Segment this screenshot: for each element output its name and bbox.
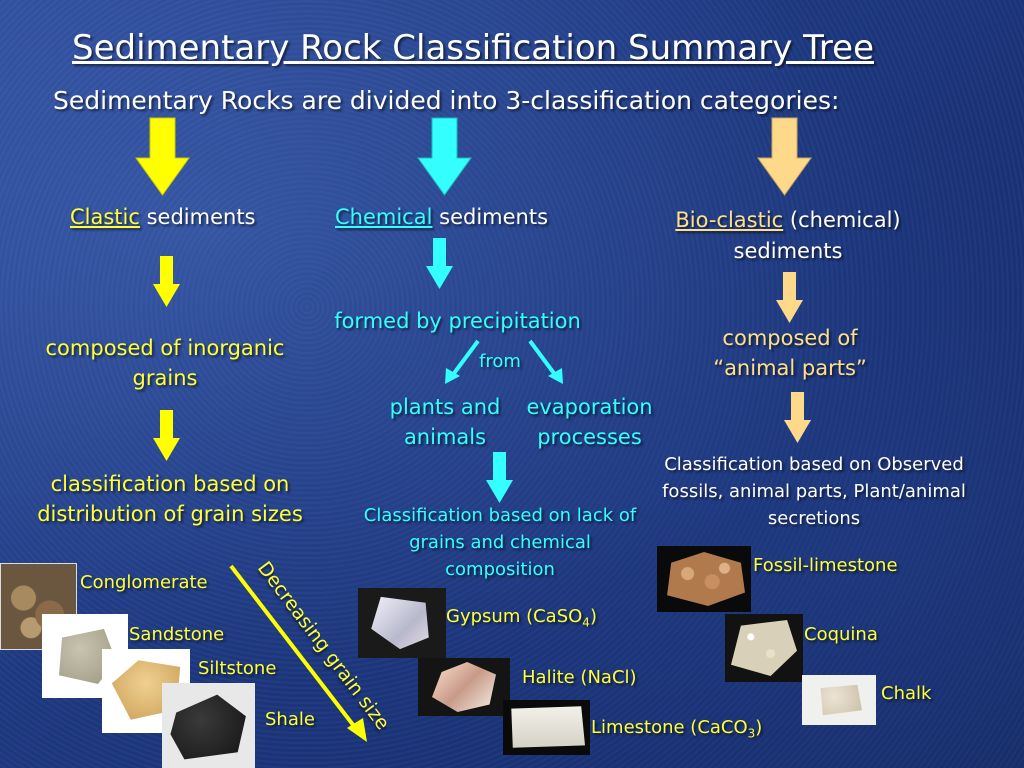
arrow-down-icon <box>776 272 803 323</box>
rock-label-chalk: Chalk <box>881 683 932 704</box>
rock-label-sandstone: Sandstone <box>129 624 225 645</box>
chemical-link[interactable]: Chemical <box>335 205 433 229</box>
page-title: Sedimentary Rock Classification Summary … <box>71 28 874 68</box>
chemical-heading: Chemical sediments <box>335 205 548 229</box>
arrow-down-icon <box>135 117 190 196</box>
coquina-image <box>725 614 803 682</box>
bioclastic-classification: Classification based on Observed fossils… <box>662 454 966 529</box>
arrow-down-icon <box>153 256 180 307</box>
rock-label-fossil-limestone: Fossil-limestone <box>753 555 898 576</box>
clastic-heading: Clastic sediments <box>70 205 256 229</box>
bioclastic-link[interactable]: Bio-clastic <box>675 208 784 232</box>
chemical-formed: formed by precipitation <box>334 309 581 333</box>
source-plants-animals: plants and animals <box>389 395 501 449</box>
chemical-heading-rest: sediments <box>439 205 549 229</box>
clastic-classification: classification based on distribution of … <box>37 472 303 526</box>
arrow-down-icon <box>417 117 472 196</box>
fossil-limestone-image <box>657 546 751 612</box>
rock-label-halite: Halite (NaCl) <box>522 667 637 688</box>
limestone-image <box>503 700 590 755</box>
bioclastic-heading: Bio-clastic (chemical) sediments <box>668 205 908 267</box>
chemical-classification: Classification based on lack of grains a… <box>363 505 637 580</box>
clastic-heading-rest: sediments <box>146 205 256 229</box>
chalk-image <box>802 675 876 725</box>
rock-label-limestone: Limestone (CaCO3) <box>591 717 763 741</box>
bioclastic-heading-rest: (chemical) <box>789 208 901 232</box>
rock-label-gypsum: Gypsum (CaSO4) <box>446 606 597 630</box>
rock-label-shale: Shale <box>265 709 315 730</box>
clastic-link[interactable]: Clastic <box>70 205 140 229</box>
shale-image <box>162 683 255 768</box>
gypsum-image <box>358 588 446 658</box>
subtitle: Sedimentary Rocks are divided into 3-cla… <box>53 86 840 115</box>
from-label: from <box>479 351 521 372</box>
clastic-composition: composed of inorganic grains <box>45 336 285 390</box>
rock-label-conglomerate: Conglomerate <box>80 572 208 593</box>
halite-image <box>418 658 510 716</box>
split-arrows-icon <box>445 339 563 384</box>
arrow-down-icon <box>426 238 453 289</box>
arrow-down-icon <box>784 392 811 443</box>
rock-label-siltstone: Siltstone <box>198 658 277 679</box>
rock-label-coquina: Coquina <box>804 624 878 645</box>
conglomerate-image <box>0 563 77 650</box>
arrow-down-icon <box>486 452 513 503</box>
arrow-down-icon <box>757 117 812 196</box>
arrow-down-icon <box>153 410 180 461</box>
source-evaporation: evaporation processes <box>526 395 653 449</box>
bioclastic-heading-line2: sediments <box>733 239 843 263</box>
grain-size-arrow-icon <box>229 564 367 742</box>
bioclastic-composition: composed of “animal parts” <box>713 326 867 380</box>
